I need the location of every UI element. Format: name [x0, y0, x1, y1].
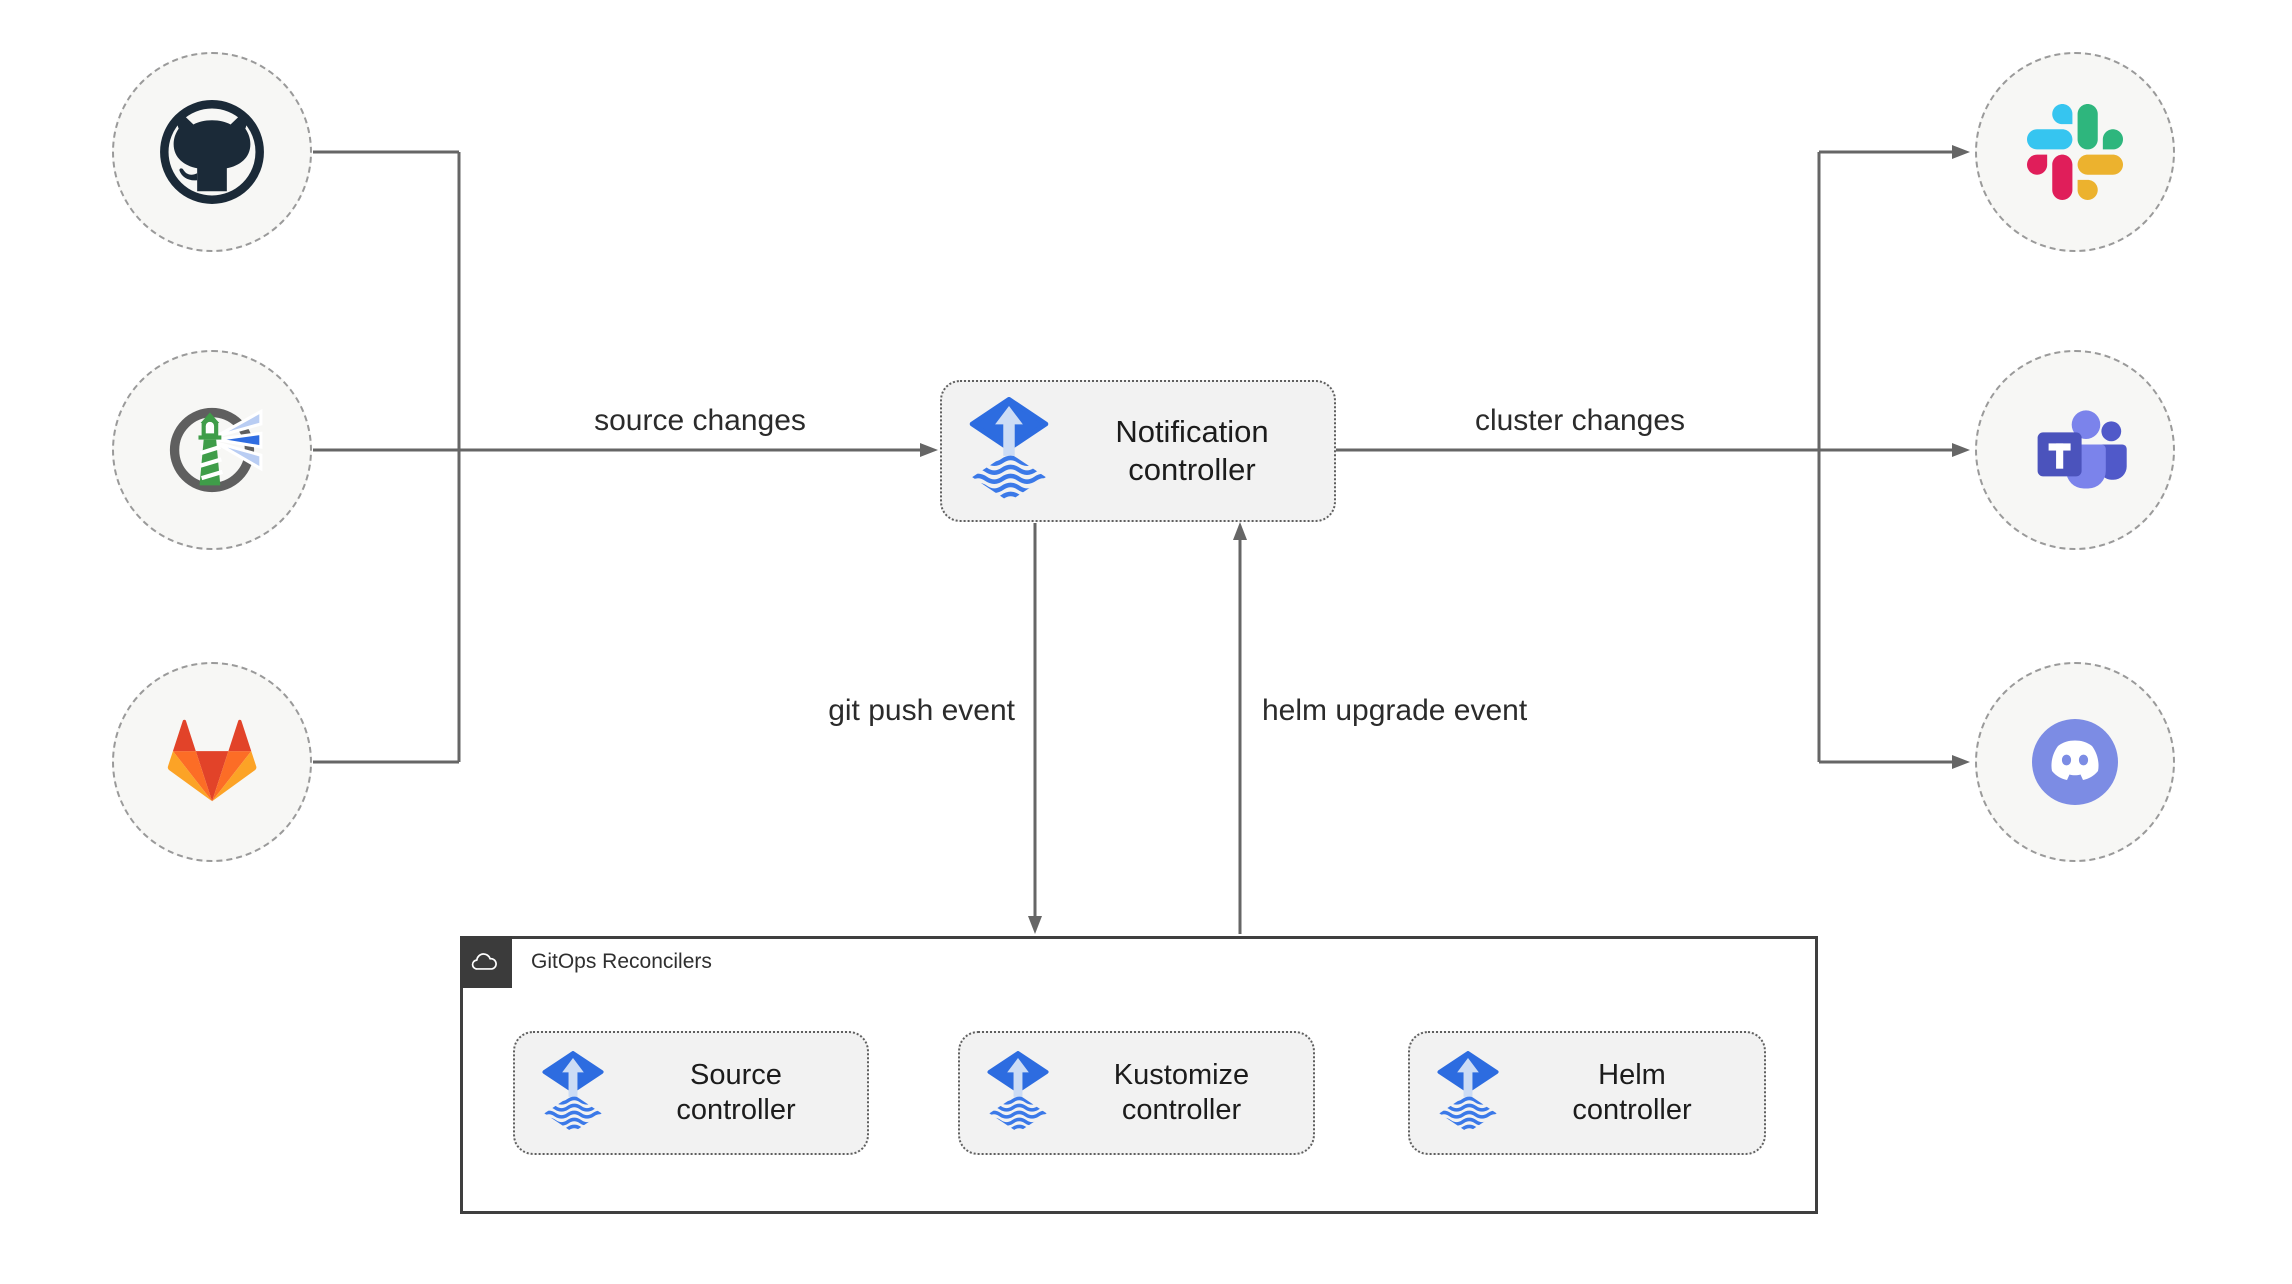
notification-controller-label: Notification controller [1115, 414, 1269, 487]
helm-controller-box: Helm controller [1408, 1031, 1766, 1155]
kustomize-controller-box: Kustomize controller [958, 1031, 1315, 1155]
target-node-discord [1975, 662, 2175, 862]
edge-label-helm-upgrade-event: helm upgrade event [1262, 694, 1528, 727]
flux-icon [968, 397, 1050, 505]
flux-icon [1436, 1051, 1500, 1135]
kustomize-controller-label: Kustomize controller [1113, 1058, 1250, 1126]
container-title: GitOps Reconcilers [531, 950, 712, 973]
edge-label-source-changes: source changes [594, 404, 806, 437]
slack-icon [2027, 104, 2123, 200]
source-node-gitlab [112, 662, 312, 862]
helm-controller-label: Helm controller [1572, 1058, 1692, 1126]
container-badge [460, 936, 512, 988]
discord-icon [2025, 712, 2125, 812]
flux-icon [986, 1051, 1050, 1135]
edge-label-cluster-changes: cluster changes [1474, 404, 1686, 437]
github-icon [159, 99, 265, 205]
notification-controller-box: Notification controller [940, 380, 1336, 522]
source-controller-box: Source controller [513, 1031, 869, 1155]
source-node-harbor [112, 350, 312, 550]
target-node-teams [1975, 350, 2175, 550]
edge-label-git-push-event: git push event [828, 694, 1015, 727]
target-node-slack [1975, 52, 2175, 252]
gitops-reconcilers-container: GitOps Reconcilers Source controller Kus… [460, 936, 1818, 1214]
harbor-icon [160, 398, 264, 502]
microsoft-teams-icon [2020, 395, 2130, 505]
flux-icon [541, 1051, 605, 1135]
gitlab-icon [153, 703, 271, 821]
source-node-github [112, 52, 312, 252]
source-controller-label: Source controller [676, 1058, 796, 1126]
cloud-icon [469, 950, 503, 975]
